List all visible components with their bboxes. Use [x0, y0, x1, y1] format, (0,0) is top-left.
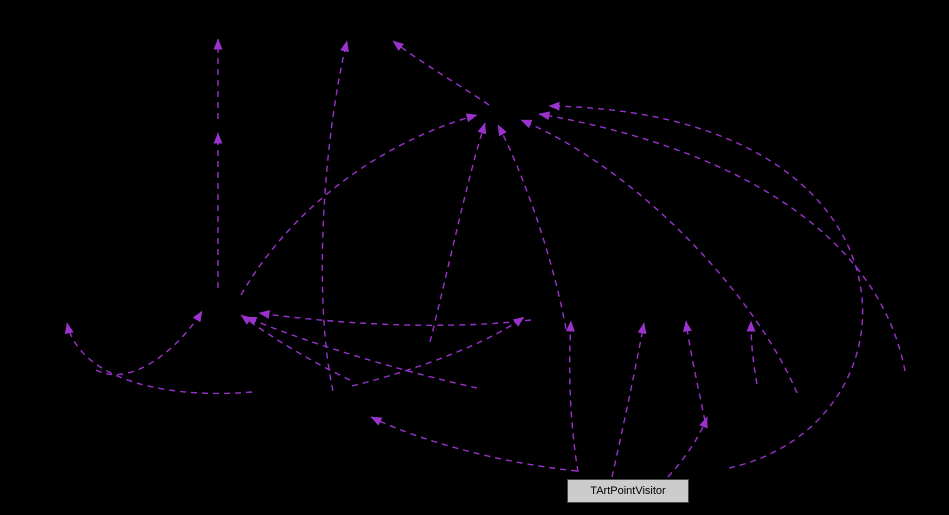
- edges-layer: [64, 38, 906, 478]
- graph-edge: [258, 310, 532, 326]
- graph-edge: [95, 310, 203, 376]
- graph-edge: [548, 101, 864, 469]
- graph-edge: [64, 322, 253, 395]
- graph-edge: [240, 314, 351, 381]
- graph-edge: [321, 40, 349, 392]
- graph-edge: [611, 322, 647, 478]
- graph-edge: [565, 320, 579, 473]
- graph-edge: [497, 124, 567, 330]
- node-tartpointvisitor[interactable]: TArtPointVisitor: [567, 479, 689, 503]
- graph-edge: [351, 316, 525, 387]
- graph-edge: [392, 40, 490, 106]
- graph-edge: [370, 416, 578, 472]
- graph-edge: [682, 320, 706, 422]
- graph-edge: [746, 320, 758, 385]
- node-label: TArtPointVisitor: [590, 485, 666, 497]
- graph-edge: [245, 316, 478, 389]
- graph-edge: [240, 113, 478, 296]
- graph-edge: [429, 122, 487, 343]
- graph-edge: [538, 111, 906, 372]
- graph-edge: [667, 416, 708, 478]
- graph-edge: [520, 119, 798, 394]
